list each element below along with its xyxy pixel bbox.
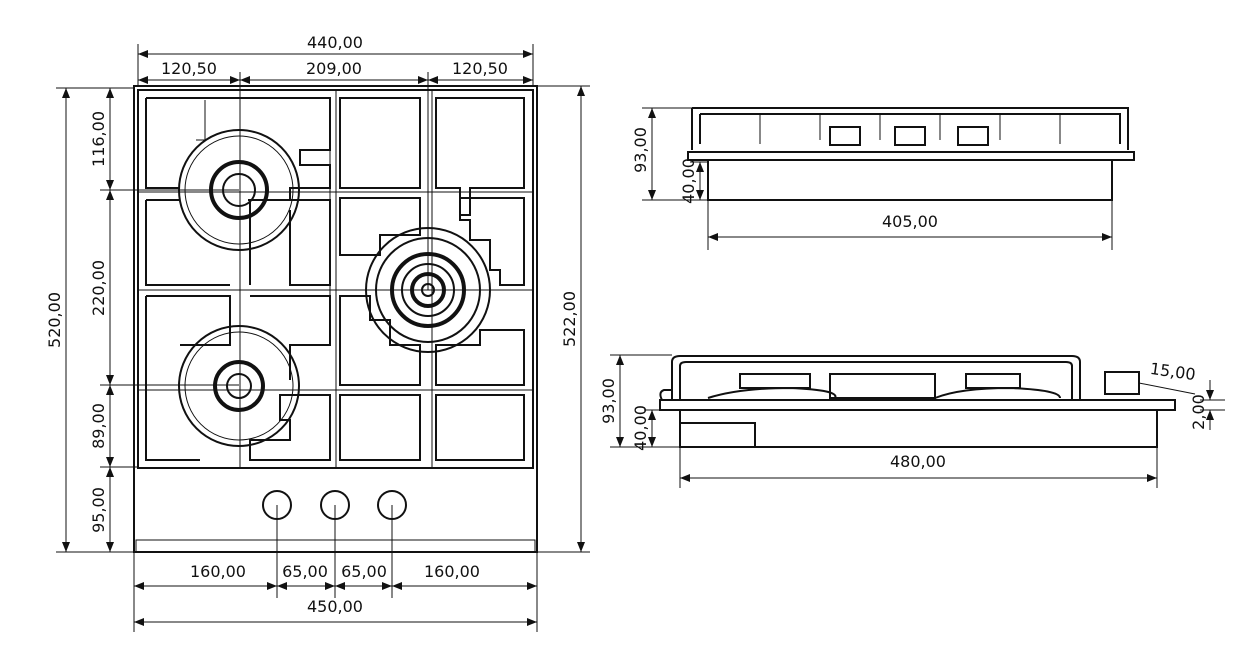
side-dim-2: 2,00 (1189, 394, 1208, 430)
side-burner-1 (739, 373, 811, 389)
side-dim-15: 15,00 (1149, 359, 1197, 384)
front-view: 93,00 40,00 405,00 (631, 107, 1135, 250)
front-body (707, 159, 1113, 201)
dim-220: 220,00 (89, 260, 108, 316)
side-body (679, 409, 1158, 448)
front-dim-40: 40,00 (679, 158, 698, 204)
dim-450: 450,00 (307, 597, 363, 616)
dim-520: 520,00 (45, 292, 64, 348)
burner-bottom-left (178, 325, 300, 447)
side-dim-93: 93,00 (599, 378, 618, 424)
front-plate (687, 151, 1135, 161)
dim-65-2: 65,00 (341, 562, 387, 581)
dim-209: 209,00 (306, 59, 362, 78)
plan-view: 440,00 120,50 209,00 120,50 520,00 116,0… (45, 33, 590, 632)
side-knob (1104, 371, 1140, 395)
dim-120-right: 120,50 (452, 59, 508, 78)
front-dim-93: 93,00 (631, 127, 650, 173)
front-dim-405: 405,00 (882, 212, 938, 231)
front-knob-1 (829, 126, 861, 146)
dim-120-left: 120,50 (161, 59, 217, 78)
dim-65-1: 65,00 (282, 562, 328, 581)
dim-89: 89,00 (89, 403, 108, 449)
dim-160-right: 160,00 (424, 562, 480, 581)
side-connector (679, 422, 756, 448)
dim-116: 116,00 (89, 111, 108, 167)
front-knob-2 (894, 126, 926, 146)
side-dim-40: 40,00 (631, 405, 650, 451)
side-view: 93,00 40,00 480,00 15,00 2,00 (599, 354, 1225, 488)
dim-95: 95,00 (89, 487, 108, 533)
front-knob-3 (957, 126, 989, 146)
side-dim-480: 480,00 (890, 452, 946, 471)
dim-522: 522,00 (560, 291, 579, 347)
dim-440: 440,00 (307, 33, 363, 52)
side-burner-2 (829, 373, 936, 399)
dim-160-left: 160,00 (190, 562, 246, 581)
side-burner-3 (965, 373, 1021, 389)
side-plate (659, 399, 1176, 411)
